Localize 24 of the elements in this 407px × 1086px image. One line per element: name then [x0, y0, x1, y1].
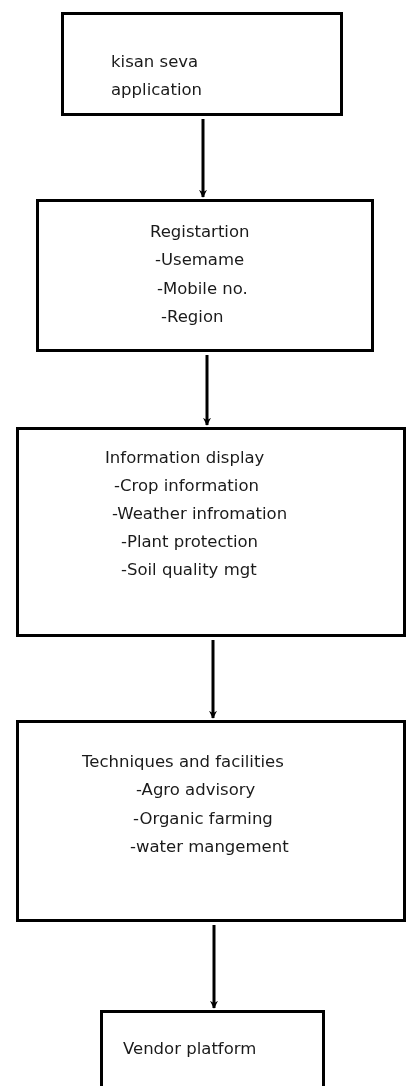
process-box: [16, 427, 406, 637]
list-item: -Soil quality mgt: [121, 559, 257, 581]
list-item: -Weather infromation: [112, 503, 288, 525]
box-title: Information display: [105, 447, 265, 469]
box-title: Vendor platform: [123, 1038, 257, 1060]
box-title: kisan seva application: [111, 51, 204, 101]
list-item: -Plant protection: [121, 531, 259, 553]
list-item: -Organic farming: [133, 808, 273, 830]
list-item: -Mobile no.: [157, 278, 248, 300]
arrow: [209, 640, 217, 719]
process-box: [36, 199, 374, 352]
list-item: -Crop information: [114, 475, 259, 497]
list-item: -water mangement: [130, 836, 289, 858]
box-title: Registartion: [150, 221, 250, 243]
list-item: -Region: [161, 306, 224, 328]
box-title: Techniques and facilities: [82, 751, 284, 773]
process-box: [61, 12, 343, 116]
arrow: [210, 925, 218, 1009]
list-item: -Agro advisory: [136, 779, 256, 801]
arrow: [203, 355, 211, 426]
process-box: [100, 1010, 325, 1086]
arrow: [199, 119, 207, 198]
list-item: -Usemame: [155, 249, 245, 271]
process-box: [16, 720, 406, 922]
